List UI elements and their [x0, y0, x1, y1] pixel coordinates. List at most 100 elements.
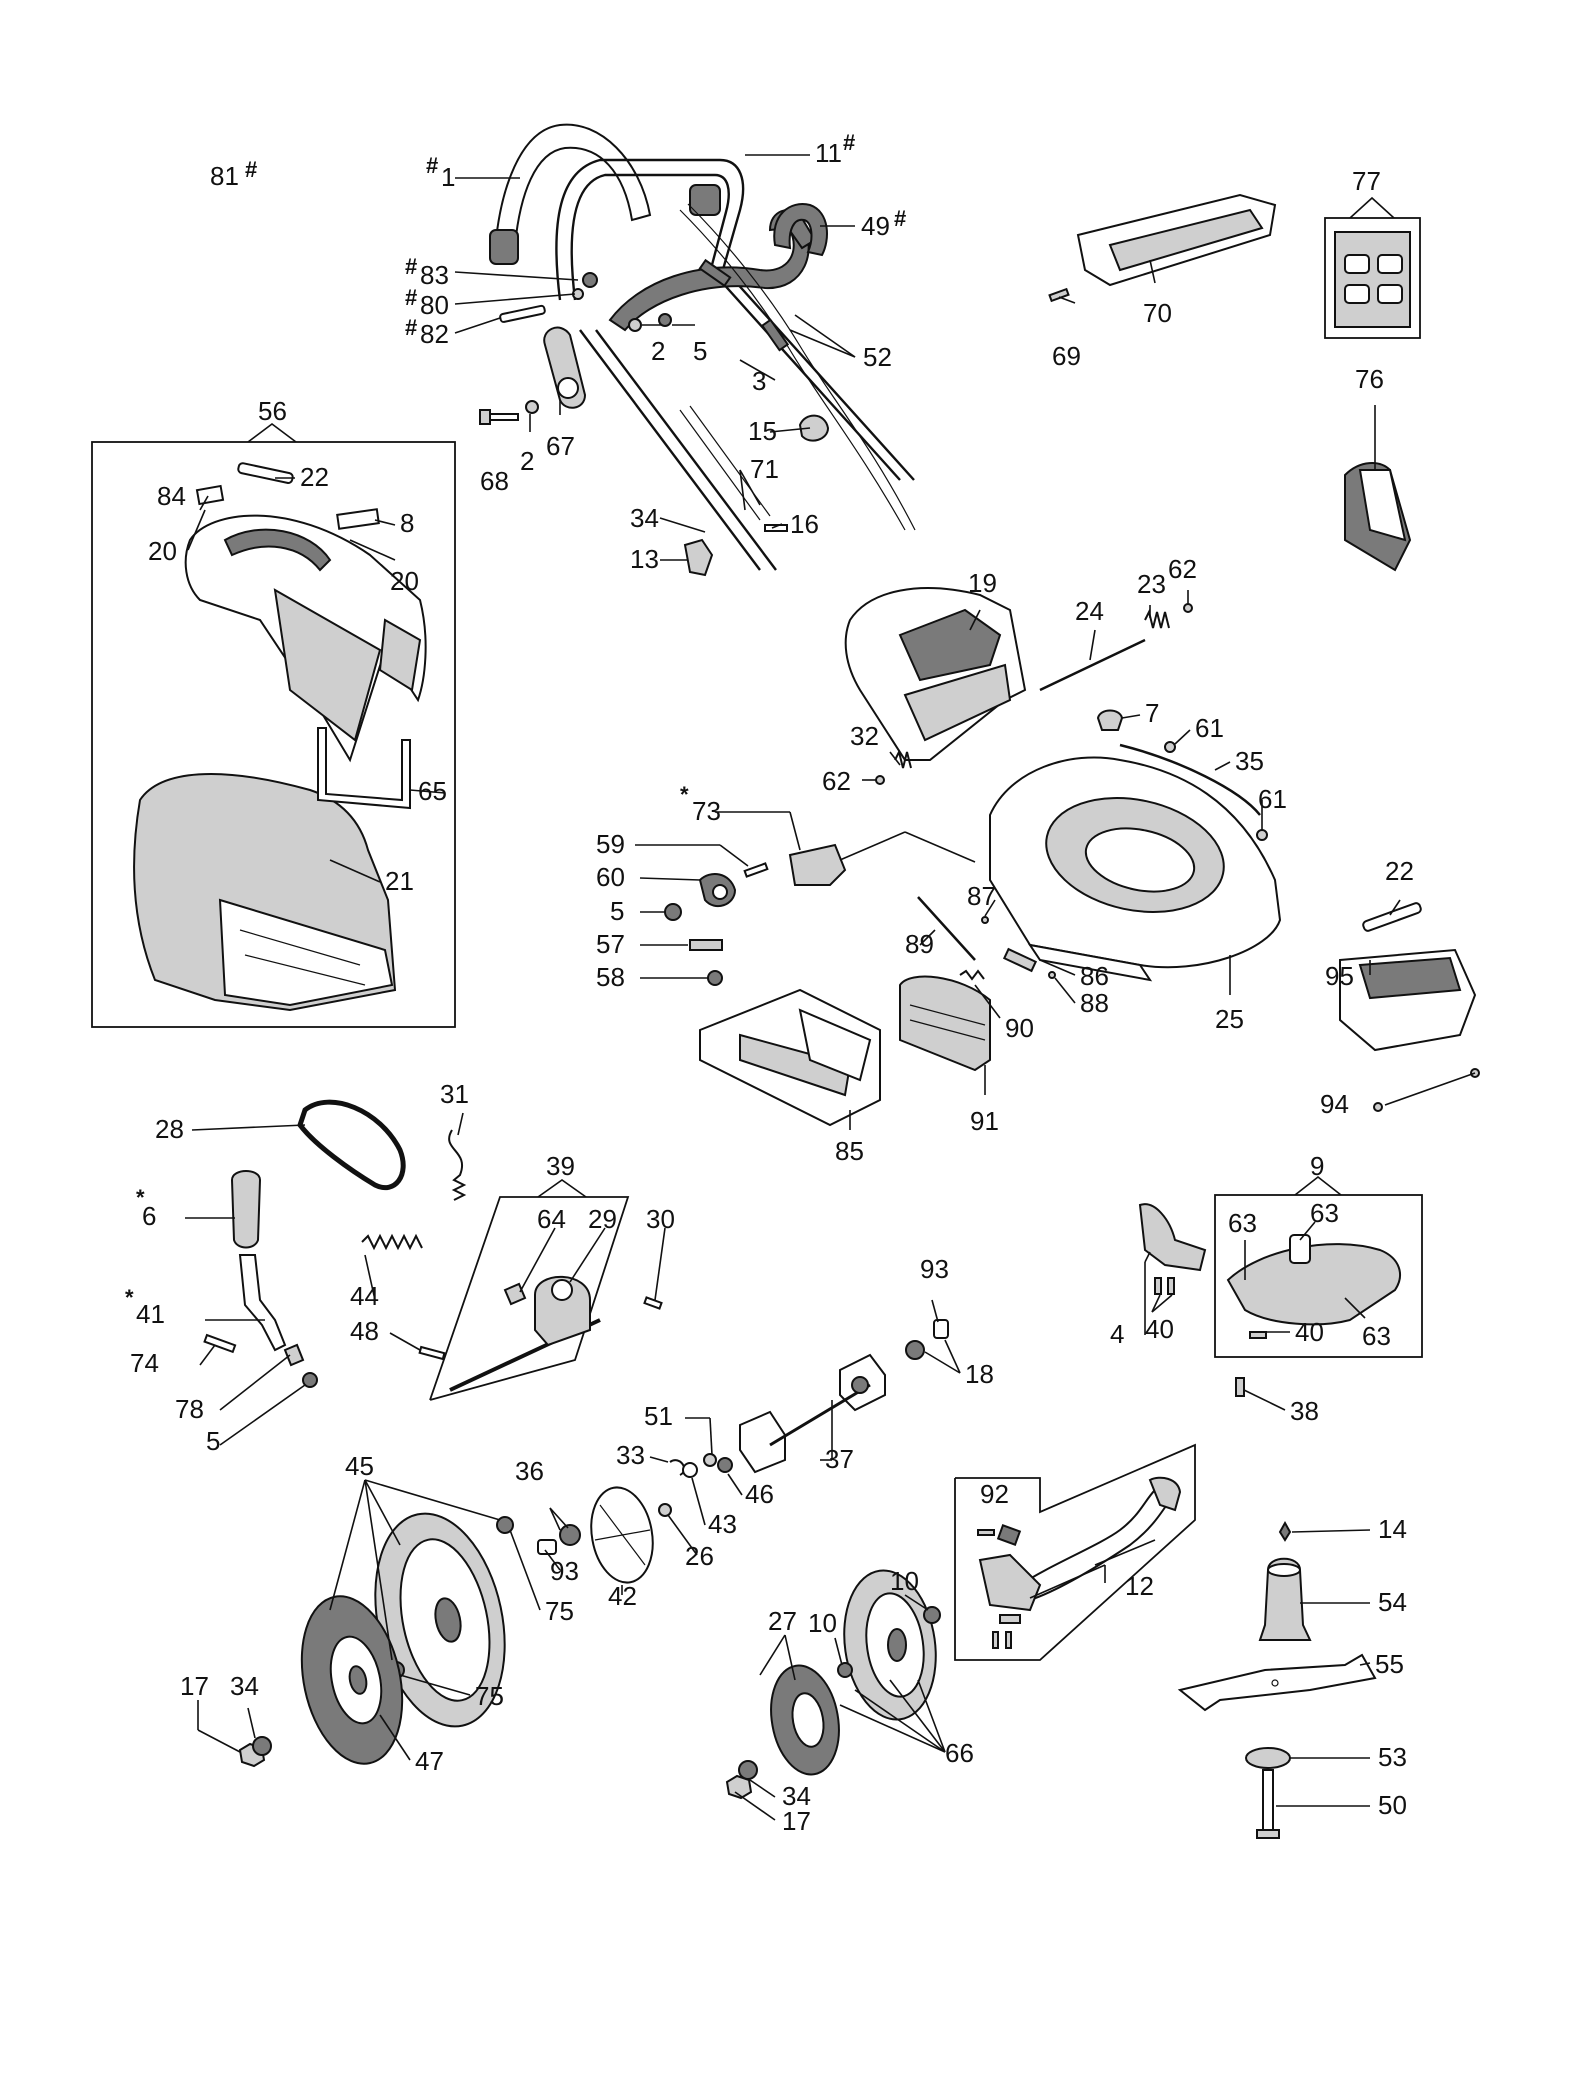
- callout-26: 26: [685, 1541, 714, 1571]
- clip-78: [283, 1343, 305, 1367]
- hash-marker: #: [843, 130, 855, 155]
- hubcap-47: [300, 1595, 404, 1765]
- callout-61b: 61: [1258, 784, 1287, 814]
- blade-guard-box: [1214, 1175, 1423, 1358]
- callout-62: 62: [1168, 554, 1197, 584]
- spring-44: [361, 1233, 423, 1251]
- grass-bag-fabric: [133, 772, 397, 1012]
- callout-82: 82: [420, 319, 449, 349]
- grass-bag-box: [91, 423, 456, 1028]
- callout-49: 49: [861, 211, 890, 241]
- screw-40c: [1167, 1277, 1175, 1295]
- callout-94: 94: [1320, 1089, 1349, 1119]
- bolt-59: [743, 862, 769, 878]
- spring-90: [959, 969, 985, 981]
- handle-grip-22b: [1362, 902, 1422, 932]
- star-marker: *: [125, 1285, 134, 1310]
- callout-74: 74: [130, 1348, 159, 1378]
- rod-89: [917, 896, 976, 961]
- callout-24: 24: [1075, 596, 1104, 626]
- callout-34b: 34: [230, 1671, 259, 1701]
- hubcap-27: [770, 1664, 840, 1776]
- callout-4: 4: [1110, 1319, 1124, 1349]
- callout-1: 1: [441, 162, 455, 192]
- pin-30: [643, 1296, 663, 1310]
- hash-marker: #: [894, 206, 906, 231]
- washer-83: [582, 272, 598, 288]
- callout-69: 69: [1052, 341, 1081, 371]
- washer-51: [703, 1453, 717, 1467]
- callout-85: 85: [835, 1136, 864, 1166]
- hash-marker: #: [405, 254, 417, 279]
- blade-guard-63: [1226, 1234, 1401, 1326]
- callout-44: 44: [350, 1281, 379, 1311]
- callout-20: 20: [148, 536, 177, 566]
- callout-59: 59: [596, 829, 625, 859]
- callout-87: 87: [967, 881, 996, 911]
- clip-62b: [875, 775, 885, 785]
- callout-43: 43: [708, 1509, 737, 1539]
- clip-62: [1183, 603, 1193, 613]
- screw-38: [1235, 1377, 1245, 1397]
- callout-34: 34: [630, 503, 659, 533]
- callout-39: 39: [546, 1151, 575, 1181]
- callout-81: 81: [210, 161, 239, 191]
- nut-5: [658, 313, 672, 327]
- callout-27: 27: [768, 1606, 797, 1636]
- rear-wheel-45: [374, 1512, 506, 1728]
- callout-2b: 2: [520, 446, 534, 476]
- callout-57: 57: [596, 929, 625, 959]
- callout-13: 13: [630, 544, 659, 574]
- sticker-sheet-box: [1324, 196, 1421, 339]
- callout-12: 12: [1125, 1571, 1154, 1601]
- pin-88: [1048, 971, 1056, 979]
- upper-handle: [489, 123, 721, 265]
- callout-46: 46: [745, 1479, 774, 1509]
- callout-51: 51: [644, 1401, 673, 1431]
- callout-labels: 81 # # 1 11 # 49 # # 83 # 80 # 82 2 5 52…: [125, 130, 1414, 1836]
- callout-25: 25: [1215, 1004, 1244, 1034]
- screw-40: [1154, 1277, 1162, 1295]
- spring-23: [1144, 609, 1170, 629]
- bearing-10: [923, 1606, 941, 1624]
- callout-75b: 75: [475, 1681, 504, 1711]
- blade-55: [1177, 1653, 1377, 1712]
- pin-82: [499, 304, 546, 323]
- star-marker: *: [136, 1185, 145, 1210]
- hash-marker: #: [245, 157, 257, 182]
- rear-flap-95: [1339, 948, 1477, 1052]
- callout-21: 21: [385, 866, 414, 896]
- callout-20b: 20: [390, 566, 419, 596]
- nut-17b: [725, 1774, 753, 1800]
- blade-bolt-50: [1256, 1769, 1280, 1839]
- clip-33: [669, 1459, 686, 1476]
- callout-40b: 40: [1295, 1317, 1324, 1347]
- callout-19: 19: [968, 568, 997, 598]
- callout-58: 58: [596, 962, 625, 992]
- callout-29: 29: [588, 1204, 617, 1234]
- callout-86: 86: [1080, 961, 1109, 991]
- grass-chute-70: [1076, 193, 1277, 287]
- washer-46: [717, 1457, 733, 1473]
- callout-54: 54: [1378, 1587, 1407, 1617]
- callout-2: 2: [651, 336, 665, 366]
- callout-61: 61: [1195, 713, 1224, 743]
- callout-62b: 62: [822, 766, 851, 796]
- belt-28: [297, 1099, 406, 1190]
- callout-90: 90: [1005, 1013, 1034, 1043]
- callout-63c: 63: [1362, 1321, 1391, 1351]
- height-adjuster-60: [698, 873, 737, 908]
- callout-76: 76: [1355, 364, 1384, 394]
- rod-35: [1119, 743, 1261, 816]
- callout-32: 32: [850, 721, 879, 751]
- gearbox-assembly-box: [429, 1179, 630, 1401]
- side-discharge-85: [699, 988, 881, 1127]
- callout-22b: 22: [1385, 856, 1414, 886]
- blade-adapter-54: [1258, 1557, 1312, 1641]
- callout-84: 84: [157, 481, 186, 511]
- callout-63b: 63: [1228, 1208, 1257, 1238]
- callout-73: 73: [692, 796, 721, 826]
- callout-5b: 5: [610, 896, 624, 926]
- deflector-4: [1138, 1203, 1207, 1272]
- cables-52: [679, 203, 916, 531]
